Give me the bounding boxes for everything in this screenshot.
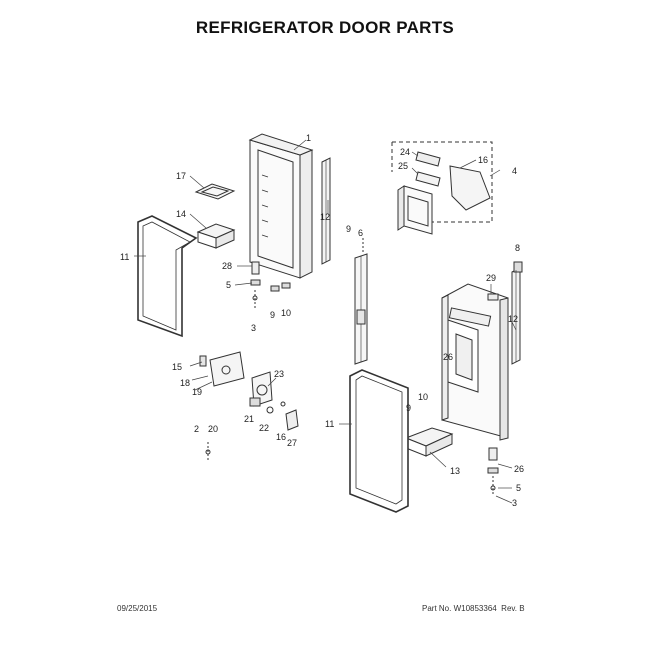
left-door-panel	[248, 133, 314, 279]
part-14-bin	[196, 223, 236, 249]
callout-24: 24	[400, 147, 410, 157]
callout-18: 18	[180, 378, 190, 388]
callout-leaders	[134, 139, 517, 504]
callout-6: 6	[358, 228, 363, 238]
callout-labels: 1 17 14 11 12 9 28 5 3 9 10 6 24 25 16 4…	[120, 133, 524, 508]
callout-26-right-hinge: 26	[514, 464, 524, 474]
callout-1: 1	[306, 133, 311, 143]
callout-15: 15	[172, 362, 182, 372]
callout-28: 28	[222, 261, 232, 271]
callout-3-left: 3	[251, 323, 256, 333]
callout-10-left: 10	[281, 308, 291, 318]
callout-5-right: 5	[516, 483, 521, 493]
right-hinge-hardware	[487, 447, 499, 496]
callout-27: 27	[287, 438, 297, 448]
callout-5-left: 5	[226, 280, 231, 290]
callout-17: 17	[176, 171, 186, 181]
callout-23: 23	[274, 369, 284, 379]
footer-revision: Rev. B	[501, 604, 525, 613]
callout-11-left: 11	[120, 252, 129, 262]
part-29-bracket	[487, 293, 499, 301]
callout-2: 2	[194, 424, 199, 434]
callout-21: 21	[244, 414, 254, 424]
part-11-right-gasket	[349, 369, 409, 513]
dispenser-cover-group	[391, 141, 493, 235]
part-11-left-gasket	[137, 215, 198, 338]
callout-10-right: 10	[418, 392, 428, 402]
right-door-side-strip	[511, 261, 523, 365]
part-13-bin	[404, 427, 454, 457]
part-17-tray-lid	[194, 183, 236, 200]
page-title: REFRIGERATOR DOOR PARTS	[195, 18, 455, 37]
callout-19: 19	[192, 387, 202, 397]
callout-29: 29	[486, 273, 496, 283]
callout-12-right: 12	[508, 314, 518, 324]
callout-12-left: 12	[320, 212, 330, 222]
callout-9-left: 9	[346, 224, 351, 234]
footer-part-number: Part No. W10853364 Rev. B	[422, 604, 525, 613]
callout-11-right: 11	[325, 419, 334, 429]
callout-3-right: 3	[512, 498, 517, 508]
footer-part-no: Part No. W10853364	[422, 604, 497, 613]
callout-4: 4	[512, 166, 517, 176]
callout-8: 8	[515, 243, 520, 253]
callout-20: 20	[208, 424, 218, 434]
footer-date: 09/25/2015	[117, 604, 158, 613]
callout-14: 14	[176, 209, 186, 219]
callout-16-top: 16	[478, 155, 488, 165]
left-hinge-hardware	[250, 261, 291, 310]
callout-9-right: 9	[406, 403, 411, 413]
callout-26-right-door: 26	[443, 352, 453, 362]
callout-16-lower: 16	[276, 432, 286, 442]
callout-9-left-lower: 9	[270, 310, 275, 320]
lower-left-hardware	[199, 351, 299, 462]
callout-13: 13	[450, 466, 460, 476]
left-door-side-strip	[321, 157, 331, 265]
part-6-center-mullion	[354, 238, 368, 365]
right-door-panel	[441, 283, 509, 441]
callout-25: 25	[398, 161, 408, 171]
callout-22: 22	[259, 423, 269, 433]
